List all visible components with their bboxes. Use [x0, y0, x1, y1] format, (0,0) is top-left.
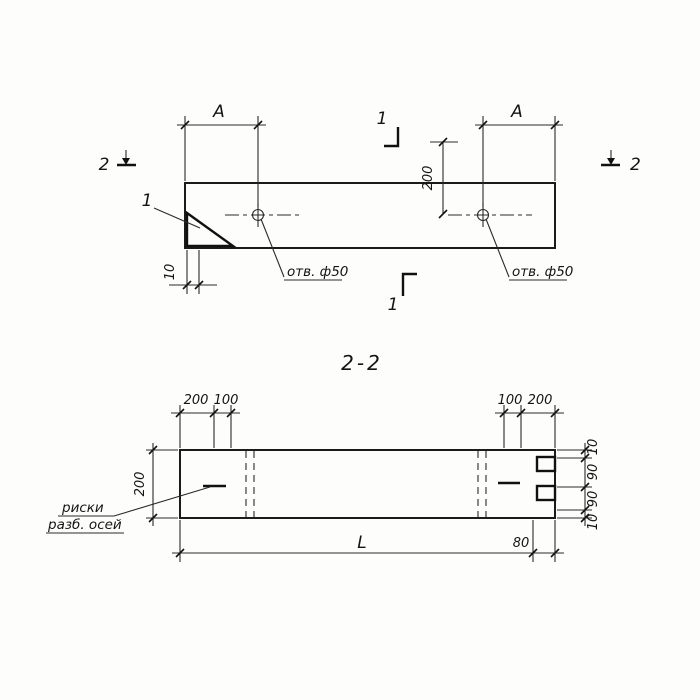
detail-leader-line	[153, 207, 201, 229]
hole-right-circle	[476, 208, 490, 222]
hole-left: отв. ф50	[225, 203, 348, 281]
hole-left-note: отв. ф50	[287, 264, 348, 280]
plan-body-outline	[184, 182, 556, 249]
dim-right-chain: 10 90 90 10	[557, 439, 601, 531]
axis-note-leader	[113, 486, 211, 517]
hole-left-circle	[251, 208, 265, 222]
chamfer-triangle	[185, 210, 237, 248]
dim-a-left-label: A	[212, 102, 225, 122]
dim-right-90-bottom: 90	[586, 491, 601, 508]
dim-tl-100: 100	[214, 393, 239, 408]
dim-right-90-top: 90	[586, 464, 601, 481]
dim-10-label: 10	[163, 264, 178, 281]
dim-left-200-label: 200	[133, 472, 148, 497]
notch-top	[535, 455, 557, 473]
dim-top-left: 200 100	[171, 393, 240, 448]
dim-right-10-top: 10	[586, 439, 601, 456]
detail-mark-label: 1	[142, 191, 153, 211]
section-mark-1-top: 1	[377, 109, 400, 148]
section1-bottom-label: 1	[388, 295, 399, 315]
dim-length-label: L	[357, 533, 366, 553]
dim-tr-200: 200	[528, 393, 553, 408]
notch-bottom	[535, 484, 557, 502]
dim-tl-200: 200	[184, 393, 209, 408]
section2-right-label: 2	[630, 155, 641, 175]
hole-right-note: отв. ф50	[512, 264, 573, 280]
dim-top-right: 100 200	[495, 393, 564, 448]
dim-80-label: 80	[513, 536, 530, 551]
section-mark-2-left: 2	[99, 150, 136, 175]
dim-a-right-label: A	[510, 102, 523, 122]
dim-left-200: 200	[133, 443, 178, 526]
dim-a-left: A	[177, 102, 266, 207]
dim-a-right: A	[475, 102, 563, 207]
hole-right-leader	[485, 218, 510, 278]
dim-10: 10	[163, 250, 217, 294]
section-body-outline	[179, 449, 556, 519]
axis-note-line1: риски	[61, 500, 104, 516]
section1-top-label: 1	[377, 109, 388, 129]
axis-note: риски разб. осей	[46, 486, 211, 534]
section-mark-2-right: 2	[601, 150, 641, 175]
hole-right: отв. ф50	[448, 203, 573, 281]
dim-right-10-bottom: 10	[586, 514, 601, 531]
dim-bottom: L 80	[172, 520, 564, 562]
section2-left-label: 2	[99, 155, 110, 175]
dim-200-label: 200	[421, 166, 436, 191]
hole-left-leader	[260, 218, 285, 278]
section-mark-1-bottom: 1	[388, 272, 417, 315]
dim-200-vertical: 200	[421, 137, 458, 219]
axis-note-line2: разб. осей	[47, 517, 122, 533]
section-view: 200 100 100 200 200	[46, 393, 601, 562]
dim-tr-100: 100	[498, 393, 523, 408]
section-title: 2-2	[341, 351, 383, 375]
plan-view: 1 A A 200	[99, 102, 641, 315]
